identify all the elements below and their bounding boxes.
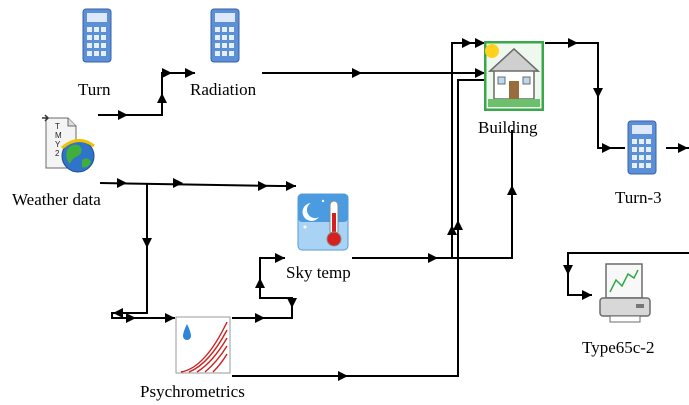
component-label: Weather data bbox=[12, 190, 101, 209]
wire-psychro-skytemp[interactable] bbox=[232, 257, 293, 319]
file-badge-letter: Y bbox=[55, 140, 61, 149]
component-type65c-2[interactable]: Type65c-2 bbox=[582, 262, 672, 362]
calculator-icon bbox=[82, 8, 112, 63]
wire-arrows bbox=[113, 38, 688, 381]
file-badge-letter: M bbox=[55, 131, 62, 140]
calculator-icon bbox=[627, 120, 657, 175]
component-psychrometrics[interactable]: Psychrometrics bbox=[140, 316, 270, 404]
wire-skytemp-building[interactable] bbox=[352, 130, 513, 259]
component-radiation[interactable]: Radiation bbox=[190, 8, 275, 103]
file-badge-letter: T bbox=[55, 122, 60, 131]
component-label: Type65c-2 bbox=[582, 338, 655, 357]
file-badge-letter: 2 bbox=[55, 149, 60, 158]
component-label: Psychrometrics bbox=[140, 382, 245, 401]
component-label: Radiation bbox=[190, 80, 257, 99]
calculator-icon bbox=[210, 8, 240, 63]
component-label: Sky temp bbox=[286, 263, 351, 282]
component-turn-3[interactable]: Turn-3 bbox=[615, 120, 685, 215]
component-label: Turn bbox=[78, 80, 111, 99]
house-icon bbox=[484, 41, 544, 111]
component-weather-data[interactable]: T M Y 2 Weather data bbox=[12, 112, 127, 212]
psychrometric-chart-icon bbox=[175, 316, 231, 374]
component-label: Turn-3 bbox=[615, 188, 662, 207]
component-sky-temp[interactable]: Sky temp bbox=[284, 193, 364, 288]
component-turn[interactable]: Turn bbox=[68, 8, 128, 103]
printer-plotter-icon bbox=[599, 263, 651, 323]
component-building[interactable]: Building bbox=[478, 38, 558, 143]
component-label: Building bbox=[478, 118, 538, 137]
tmy2-globe-icon: T M Y 2 bbox=[42, 114, 95, 173]
thermometer-moon-icon bbox=[297, 193, 349, 251]
